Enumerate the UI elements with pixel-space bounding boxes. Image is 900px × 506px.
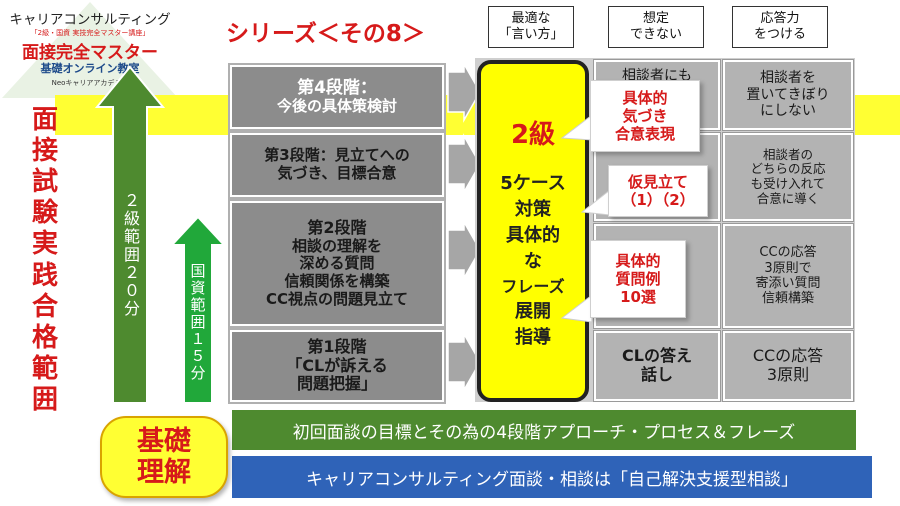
- logo-line-3: 面接完全マスター: [22, 43, 158, 63]
- national-arrow-label: 国資範囲１５分: [188, 262, 207, 382]
- stage-3: 第3段階：見立てへの 気づき、目標合意: [230, 133, 444, 197]
- stage-2: 第2段階 相談の理解を 深める質問 信頼関係を構築 CC視点の問題見立て: [230, 201, 444, 326]
- four-stage-approach-bar: 初回面談の目標とその為の4段階アプローチ・プロセス＆フレーズ: [232, 410, 856, 450]
- callout-tails: [560, 113, 611, 323]
- grid-col3-row1: 相談者を 置いてきぼり にしない: [723, 60, 853, 130]
- callout-question-examples: 具体的 質問例 10選: [590, 240, 686, 318]
- stage-1: 第1段階 「CLが訴える 問題把握」: [230, 330, 444, 402]
- stage-4: 第4段階： 今後の具体策検討: [230, 65, 444, 129]
- logo-line-2: 「2級・国資 実技完全マスター講座」: [30, 29, 150, 37]
- header-response-skill: 応答力をつける: [732, 6, 828, 48]
- series-title: シリーズ＜その8＞: [226, 21, 425, 47]
- logo-line-5: Neoキャリアアカデミー: [51, 79, 129, 87]
- header-unexpected: 想定できない: [608, 6, 704, 48]
- level2-center-column: 2級 5ケース 対策 具体的 な フレーズ 展開 指導: [477, 60, 589, 402]
- grid-col3-row4: CCの応答 3原則: [723, 331, 853, 401]
- level2-arrow: [95, 65, 165, 404]
- logo-line-1: キャリアコンサルティング: [9, 12, 171, 28]
- level2-title: 2級: [510, 119, 556, 150]
- self-resolution-support-bar: キャリアコンサルティング面談・相談は「自己解決支援型相談」: [232, 456, 872, 498]
- logo-line-4: 基礎オンライン教室: [40, 62, 140, 75]
- basic-understanding-badge: 基礎 理解: [100, 416, 228, 498]
- national-arrow: [170, 215, 226, 404]
- exam-scope-label: 面接 試験 実践 合格 範囲: [31, 104, 58, 416]
- callout-awareness: 具体的 気づき 合意表現: [590, 80, 700, 152]
- grid-col3-row2: 相談者の どちらの反応 も受け入れて 合意に導く: [723, 133, 853, 221]
- stage-arrows: [447, 61, 481, 393]
- callout-tentative-assessment: 仮見立て （1）（2）: [608, 165, 708, 217]
- grid-col3-row3: CCの応答 3原則で 寄添い質問 信頼構築: [723, 224, 853, 328]
- header-best-wording: 最適な「言い方」: [488, 6, 574, 48]
- grid-col2-row4: CLの答え 話し: [594, 331, 720, 401]
- level2-arrow-label: ２級範囲２０分: [121, 192, 140, 318]
